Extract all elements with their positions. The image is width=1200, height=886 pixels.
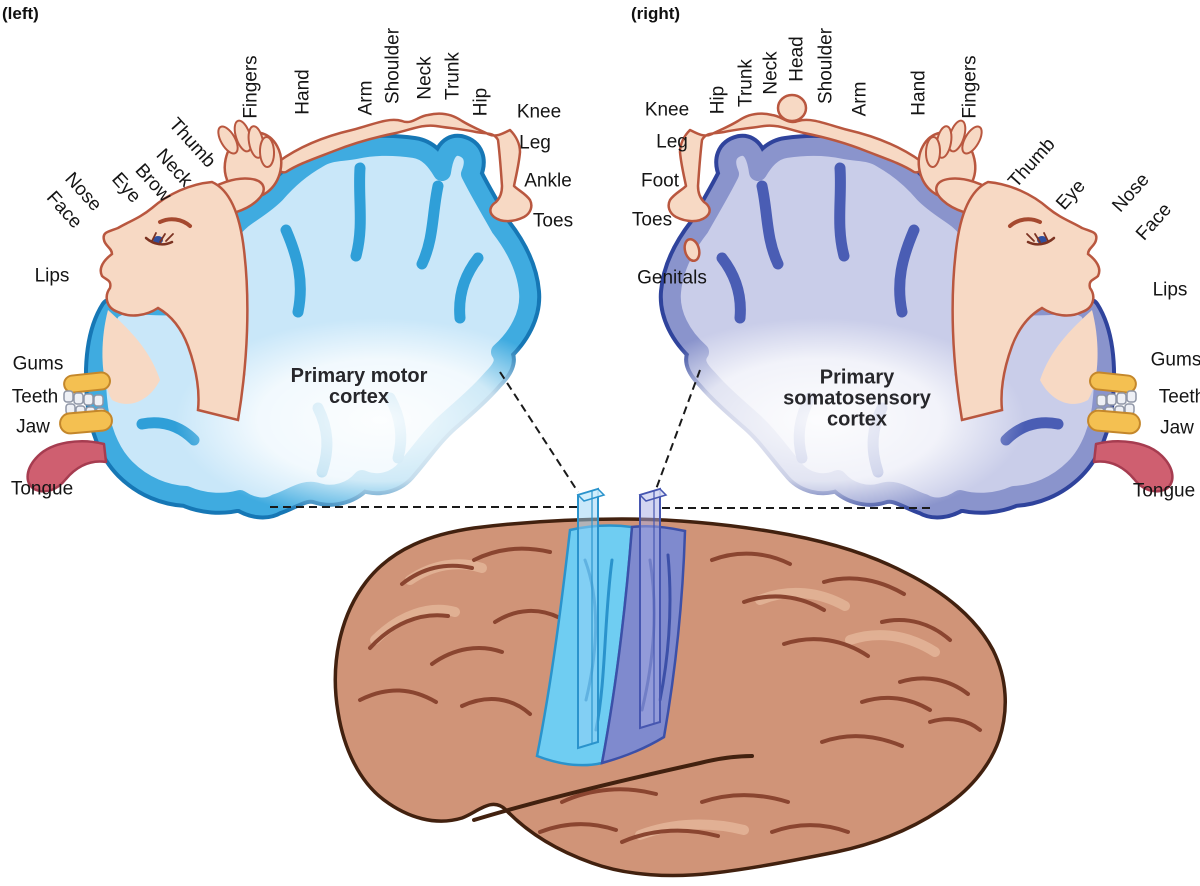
section-plane-somatosensory: [638, 487, 668, 730]
label-left-arm: Arm: [355, 80, 377, 116]
label-right-leg: Leg: [656, 131, 688, 153]
motor-cortex-caption-line2: cortex: [328, 386, 390, 408]
label-right-hand: Hand: [908, 70, 930, 116]
right-hemisphere-tag: (right): [631, 4, 681, 23]
brain-lateral-view: [333, 517, 1007, 878]
label-left-jaw: Jaw: [16, 416, 50, 438]
label-right-teeth: Teeth: [1158, 386, 1200, 408]
right-homunculus-extras: [683, 93, 808, 263]
section-plane-motor: [576, 487, 606, 750]
label-right-genitals: Genitals: [637, 267, 707, 289]
somatosensory-cortex-caption-line3: cortex: [826, 408, 888, 431]
label-left-gums: Gums: [12, 353, 64, 375]
motor-cortex-caption: Primary motor cortex: [291, 366, 428, 408]
motor-cortex-section: [25, 111, 587, 525]
somatosensory-cortex-section: [613, 111, 1175, 525]
label-right-tongue: Tongue: [1132, 480, 1196, 502]
label-right-foot: Foot: [640, 170, 680, 192]
label-left-knee: Knee: [516, 101, 562, 123]
motor-cortex-caption-line1: Primary motor: [290, 365, 428, 387]
somatosensory-cortex-caption: Primary somatosensory cortex: [783, 366, 931, 431]
label-left-leg: Leg: [519, 132, 551, 154]
label-left-tongue: Tongue: [10, 478, 74, 500]
label-right-trunk: Trunk: [735, 59, 757, 107]
label-left-fingers: Fingers: [240, 55, 262, 119]
somatosensory-cortex-caption-line1: Primary: [819, 366, 895, 389]
label-right-arm: Arm: [849, 81, 871, 117]
label-right-neck: Neck: [760, 51, 782, 95]
label-left-toes: Toes: [532, 210, 574, 232]
label-left-ankle: Ankle: [524, 170, 572, 192]
left-hemisphere-tag: (left): [2, 4, 39, 23]
label-left-shoulder: Shoulder: [382, 27, 404, 105]
label-right-knee: Knee: [644, 99, 690, 121]
label-left-hip: Hip: [470, 87, 492, 117]
label-right-lips: Lips: [1152, 279, 1188, 301]
label-left-hand: Hand: [292, 69, 314, 115]
label-left-trunk: Trunk: [442, 52, 464, 100]
label-right-jaw: Jaw: [1160, 417, 1194, 439]
callout-dashed-lines: [270, 369, 935, 509]
label-right-shoulder: Shoulder: [815, 27, 837, 105]
label-right-hip: Hip: [707, 85, 729, 115]
label-right-toes: Toes: [631, 209, 673, 231]
somatosensory-cortex-caption-line2: somatosensory: [783, 387, 931, 410]
label-right-gums: Gums: [1150, 349, 1200, 371]
label-right-fingers: Fingers: [959, 55, 981, 119]
label-left-teeth: Teeth: [11, 386, 59, 408]
label-left-lips: Lips: [34, 265, 70, 287]
label-left-neck-top: Neck: [414, 56, 436, 100]
label-right-head: Head: [786, 36, 808, 82]
